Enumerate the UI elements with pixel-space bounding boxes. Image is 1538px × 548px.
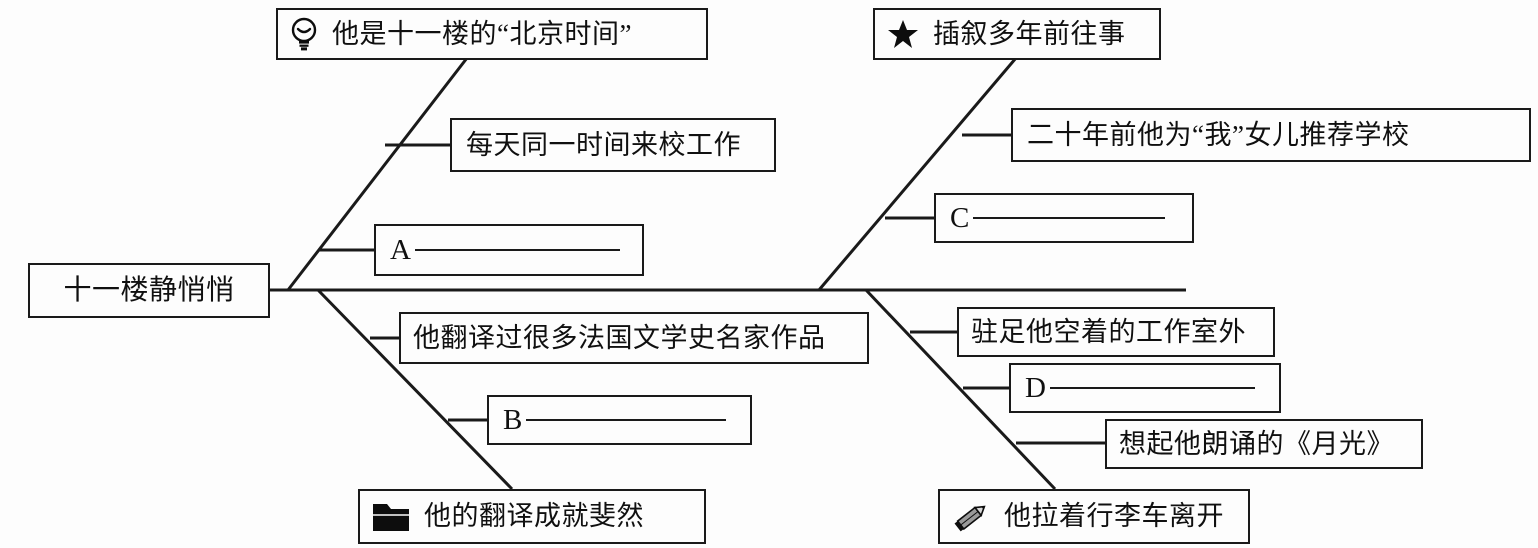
item-node-ul-1[interactable]: 每天同一时间来校工作 xyxy=(450,118,776,172)
item-node-ll-2[interactable]: B xyxy=(487,395,752,445)
blank-line-c[interactable] xyxy=(973,217,1166,219)
item-node-lr-3-label: 想起他朗诵的《月光》 xyxy=(1119,428,1394,459)
item-node-ul-2[interactable]: A xyxy=(374,224,644,276)
item-node-ur-1-label: 二十年前他为“我”女儿推荐学校 xyxy=(1027,119,1410,150)
tip-node-upper-left-label: 他是十一楼的“北京时间” xyxy=(332,18,632,49)
head-node[interactable]: 十一楼静悄悄 xyxy=(28,263,270,318)
lightbulb-icon xyxy=(290,17,318,51)
tip-node-lower-right-label: 他拉着行李车离开 xyxy=(1004,501,1224,531)
tip-node-lower-right[interactable]: 他拉着行李车离开 xyxy=(938,489,1250,544)
item-node-ll-1-label: 他翻译过很多法国文学史名家作品 xyxy=(413,322,826,353)
folder-icon xyxy=(372,500,410,534)
item-node-lr-1-label: 驻足他空着的工作室外 xyxy=(971,316,1246,347)
rib-upper-right xyxy=(817,57,1018,291)
tip-node-lower-left-label: 他的翻译成就斐然 xyxy=(424,501,644,531)
item-node-ur-2[interactable]: C xyxy=(934,193,1194,243)
item-node-lr-2-label: D xyxy=(1025,371,1046,404)
item-node-ul-2-label: A xyxy=(390,233,411,266)
pencil-icon xyxy=(952,500,990,534)
item-node-lr-2[interactable]: D xyxy=(1009,363,1281,413)
item-node-ll-2-label: B xyxy=(503,403,523,436)
blank-line-d[interactable] xyxy=(1049,387,1255,389)
tip-node-lower-left[interactable]: 他的翻译成就斐然 xyxy=(358,489,706,544)
blank-line-a[interactable] xyxy=(414,249,620,251)
tip-node-upper-right-label: 插叙多年前往事 xyxy=(933,18,1126,49)
item-node-ul-1-label: 每天同一时间来校工作 xyxy=(466,129,741,160)
tip-node-upper-left[interactable]: 他是十一楼的“北京时间” xyxy=(276,8,708,60)
blank-line-b[interactable] xyxy=(526,419,727,421)
head-node-label: 十一楼静悄悄 xyxy=(63,274,235,306)
star-icon xyxy=(887,18,919,50)
item-node-ur-1[interactable]: 二十年前他为“我”女儿推荐学校 xyxy=(1011,108,1531,162)
item-node-lr-3[interactable]: 想起他朗诵的《月光》 xyxy=(1105,419,1423,469)
tip-node-upper-right[interactable]: 插叙多年前往事 xyxy=(873,8,1161,60)
item-node-ur-2-label: C xyxy=(950,201,970,234)
item-node-lr-1[interactable]: 驻足他空着的工作室外 xyxy=(957,307,1275,357)
item-node-ll-1[interactable]: 他翻译过很多法国文学史名家作品 xyxy=(399,312,869,364)
